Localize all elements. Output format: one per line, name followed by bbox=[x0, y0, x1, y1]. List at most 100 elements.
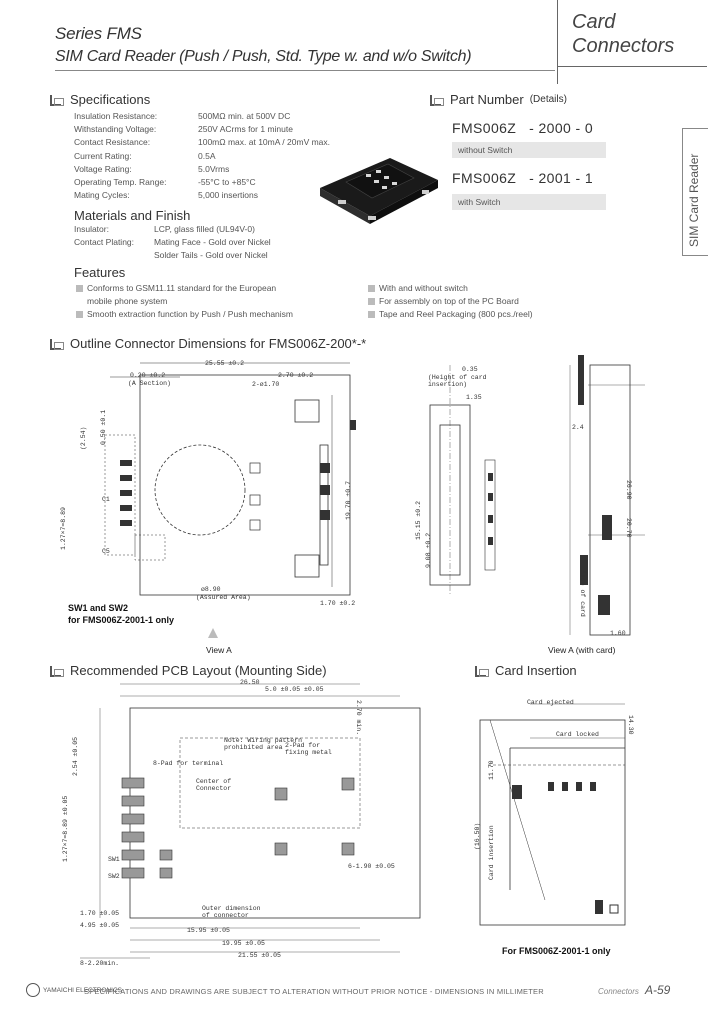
product-subtitle: SIM Card Reader (Push / Push, Std. Type … bbox=[55, 48, 472, 65]
dim-label: Side of card bbox=[579, 570, 586, 617]
spec-row: Voltage Rating:5.0Vrms bbox=[74, 163, 230, 174]
dim-label: (16.50) bbox=[474, 822, 481, 850]
card-insertion-label: Card insertion bbox=[488, 825, 495, 880]
section-icon bbox=[475, 665, 489, 677]
materials-table: Insulator:LCP, glass filled (UL94V-0) Co… bbox=[74, 223, 271, 263]
header-separator bbox=[557, 0, 558, 84]
part-number-heading: Part Number (Details) bbox=[430, 92, 567, 107]
category-title: Card Connectors bbox=[572, 11, 675, 57]
view-a-card-label: View A (with card) bbox=[548, 645, 616, 655]
card-insertion-drawing bbox=[479, 703, 626, 926]
materials-heading: Materials and Finish bbox=[74, 208, 191, 223]
spec-row: Withstanding Voltage:250V ACrms for 1 mi… bbox=[74, 124, 293, 135]
feature-item: With and without switch bbox=[368, 282, 533, 295]
dim-label: 5.0 ±0.05 ±0.05 bbox=[265, 686, 324, 693]
dim-label: 2.54 ±0.05 bbox=[72, 736, 79, 776]
section-icon bbox=[50, 94, 64, 106]
sw-note-2: for FMS006Z-2001-1 only bbox=[68, 615, 175, 625]
dim-label: 26.50 bbox=[240, 679, 260, 686]
dim-label: 21.55 ±0.05 bbox=[238, 952, 281, 959]
dim-label: 6-1.90 ±0.05 bbox=[348, 863, 395, 870]
dim-label: 1.60 bbox=[610, 630, 626, 637]
spec-row: Insulation Resistance:500MΩ min. at 500V… bbox=[74, 111, 291, 121]
outline-drawing bbox=[104, 362, 356, 596]
section-icon bbox=[430, 94, 444, 106]
section-icon bbox=[50, 665, 64, 677]
spec-row: Current Rating:0.5A bbox=[74, 150, 216, 161]
features-heading: Features bbox=[74, 265, 126, 280]
dim-label: C1 bbox=[102, 496, 110, 503]
header-rule bbox=[55, 70, 555, 71]
logo-icon bbox=[26, 983, 40, 997]
material-row: Contact Plating:Mating Face - Gold over … bbox=[74, 237, 271, 248]
material-row: Solder Tails - Gold over Nickel bbox=[154, 250, 268, 261]
dim-label: 2-Pad for fixing metal bbox=[285, 742, 332, 756]
category-rule bbox=[557, 66, 707, 67]
dim-label: Outer dimension of connector bbox=[202, 905, 261, 919]
dim-label: Center of Connector bbox=[196, 778, 232, 792]
dim-label: 2.4 bbox=[572, 424, 584, 431]
dim-label: 15.15 ±0.2 bbox=[415, 500, 422, 540]
dim-label: (Height of card insertion) bbox=[428, 374, 487, 388]
dim-label: C5 bbox=[102, 548, 110, 555]
dim-label: 8-Pad for terminal bbox=[153, 760, 224, 767]
dim-label: 11.70 bbox=[488, 760, 495, 780]
dim-label: Note: Wiring pattern prohibited area bbox=[224, 737, 303, 751]
part-number-1: FMS006Z - 2000 - 0 bbox=[452, 120, 594, 136]
pcb-heading: Recommended PCB Layout (Mounting Side) bbox=[50, 663, 327, 678]
dim-label: 15.95 ±0.05 bbox=[187, 927, 230, 934]
dim-label: 0.50 ±0.1 bbox=[100, 409, 107, 445]
dim-label: 1.70 ±0.2 bbox=[320, 600, 356, 607]
connector-photo bbox=[320, 158, 438, 224]
dim-label: 0.20 ±0.2 bbox=[130, 372, 166, 379]
view-a-label: View A bbox=[206, 645, 232, 655]
dim-label: 0.35 bbox=[462, 366, 478, 373]
view-a-card-drawing bbox=[569, 355, 645, 636]
card-ejected-label: Card ejected bbox=[527, 699, 574, 706]
dim-label: 1.70 ±0.05 bbox=[80, 910, 120, 917]
page-number: A-59 bbox=[645, 983, 671, 997]
spec-row: Contact Resistance:100mΩ max. at 10mA / … bbox=[74, 137, 331, 148]
dim-label: 1.35 bbox=[466, 394, 482, 401]
side-tab-label: SIM Card Reader bbox=[687, 153, 701, 247]
spec-row: Operating Temp. Range:-55°C to +85°C bbox=[74, 177, 256, 188]
card-locked-label: Card locked bbox=[556, 731, 599, 738]
dim-label: (Assured Area) bbox=[196, 594, 251, 601]
dim-label: SW2 bbox=[108, 873, 120, 880]
side-view-drawing bbox=[429, 365, 496, 595]
dim-label: ø8.90 bbox=[201, 586, 221, 593]
sw-note-1: SW1 and SW2 bbox=[68, 603, 129, 613]
specifications-table: Insulation Resistance:500MΩ min. at 500V… bbox=[74, 110, 330, 202]
part-number-2-note: with Switch bbox=[452, 194, 606, 210]
dim-label: SW1 bbox=[108, 856, 120, 863]
side-tab: SIM Card Reader bbox=[682, 128, 708, 256]
dim-label: 25.55 ±0.2 bbox=[205, 360, 245, 367]
spec-row: Mating Cycles:5,000 insertions bbox=[74, 190, 259, 201]
dim-label: 19.70 ±0.7 bbox=[345, 480, 352, 520]
dim-label: 4.95 ±0.05 bbox=[80, 922, 120, 929]
feature-item: Conforms to GSM11.11 standard for the Eu… bbox=[76, 282, 293, 295]
footer-notice: SPECIFICATIONS AND DRAWINGS ARE SUBJECT … bbox=[84, 987, 544, 996]
material-row: Insulator:LCP, glass filled (UL94V-0) bbox=[74, 224, 255, 234]
features-list-left: Conforms to GSM11.11 standard for the Eu… bbox=[76, 282, 293, 321]
dim-label: 19.95 ±0.05 bbox=[222, 940, 265, 947]
feature-item: For assembly on top of the PC Board bbox=[368, 295, 533, 308]
dim-label: 2-ø1.70 bbox=[252, 381, 280, 388]
feature-item: mobile phone system bbox=[87, 296, 168, 306]
section-icon bbox=[50, 338, 64, 350]
view-a-arrow-icon bbox=[208, 628, 218, 638]
dim-label: 2.70 ±0.2 bbox=[278, 372, 314, 379]
part-number-2: FMS006Z - 2001 - 1 bbox=[452, 170, 594, 186]
specifications-heading: Specifications bbox=[50, 92, 150, 107]
dim-label: 20.70 bbox=[625, 518, 632, 538]
dim-label: 1.27×7=8.89 ±0.05 bbox=[62, 795, 69, 862]
yamaichi-logo: YAMAICHI ELECTRONICS bbox=[26, 983, 122, 997]
pcb-layout-drawing bbox=[80, 683, 421, 959]
dim-label: 26.90 bbox=[625, 480, 632, 500]
dim-label: 9.08 ±0.2 bbox=[425, 532, 432, 568]
feature-item: Smooth extraction function by Push / Pus… bbox=[76, 308, 293, 321]
dim-label: 2.70 min. bbox=[355, 700, 362, 736]
dim-label: 8-2.20min. bbox=[80, 960, 120, 967]
card-insertion-heading: Card Insertion bbox=[475, 663, 577, 678]
features-list-right: With and without switch For assembly on … bbox=[368, 282, 533, 321]
